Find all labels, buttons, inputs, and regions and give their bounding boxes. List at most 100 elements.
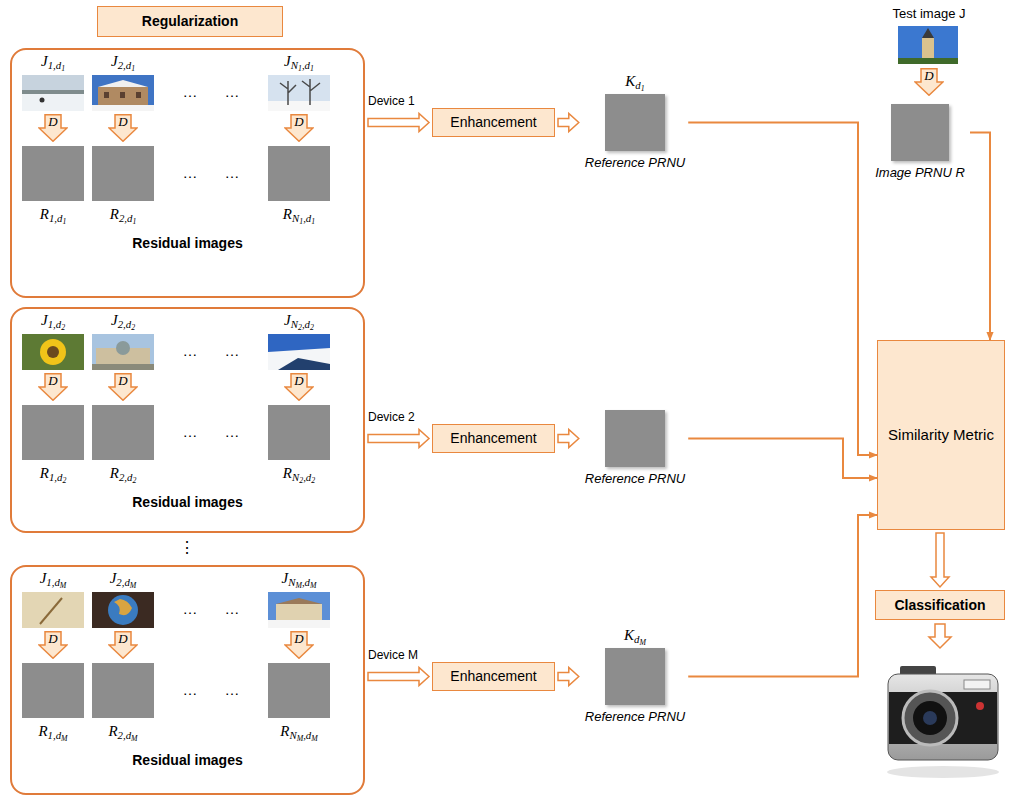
denoise-arrow: D xyxy=(108,114,138,142)
process-box: Enhancement xyxy=(432,108,555,137)
photo-thumbnail xyxy=(268,620,330,628)
image-label: JNM,dM xyxy=(254,569,344,587)
residual-square xyxy=(92,146,154,201)
prnu-square: KdMReference PRNU xyxy=(582,626,688,725)
photo-thumbnail xyxy=(268,592,330,628)
photo-thumbnail xyxy=(278,358,330,370)
ellipsis-mark: … xyxy=(145,600,235,618)
camera-picture xyxy=(887,666,999,778)
photo-thumbnail xyxy=(268,334,330,370)
photo-thumbnail xyxy=(40,98,45,103)
image-label: R2,dM xyxy=(78,722,168,740)
node-text: D xyxy=(38,373,68,388)
photo-thumbnail xyxy=(276,604,322,620)
test-photo xyxy=(898,26,958,64)
camera-picture xyxy=(964,680,990,689)
node-text: Reference PRNU xyxy=(585,709,685,725)
node-text: Kd1 xyxy=(625,72,644,90)
camera-picture xyxy=(889,692,997,744)
photo-thumbnail xyxy=(22,592,84,628)
image-label: RNM,dM xyxy=(254,722,344,740)
camera-picture xyxy=(913,701,947,735)
image-label: R2,d2 xyxy=(78,464,168,482)
photo-thumbnail xyxy=(22,334,84,370)
photo-thumbnail xyxy=(92,105,154,111)
denoise-arrow: D xyxy=(38,114,68,142)
ellipsis-mark: … xyxy=(145,681,235,699)
residual-square xyxy=(92,405,154,460)
prnu-pattern xyxy=(891,104,949,161)
image-label: J1,d1 xyxy=(8,52,98,70)
photo-thumbnail xyxy=(104,92,109,98)
arrow-shape xyxy=(915,69,943,96)
edge-label: Device 2 xyxy=(368,409,415,425)
edge-label: Device M xyxy=(368,647,418,663)
photo-thumbnail xyxy=(22,334,84,370)
photo-thumbnail xyxy=(22,75,84,111)
photo-thumbnail xyxy=(22,90,84,94)
image-label: R1,d1 xyxy=(8,205,98,223)
photo-thumbnail xyxy=(47,346,59,358)
denoise-arrow: D xyxy=(108,373,138,401)
ellipsis-mark: … xyxy=(145,342,235,360)
photo-thumbnail xyxy=(280,79,320,105)
photo-thumbnail xyxy=(98,87,148,106)
arrow-shape xyxy=(285,632,313,659)
node-text: Residual images xyxy=(132,751,243,769)
residual-square xyxy=(22,146,330,718)
photo-thumbnail xyxy=(92,364,154,370)
arrow-shape xyxy=(39,374,67,401)
photo-thumbnail xyxy=(136,92,141,98)
photo-thumbnail xyxy=(116,341,130,355)
node-text: Residual images xyxy=(132,493,243,511)
test-photo xyxy=(898,26,958,64)
node-text: Enhancement xyxy=(450,430,536,447)
node-text: D xyxy=(284,631,314,646)
residual-square xyxy=(22,405,84,460)
residual-square xyxy=(268,146,330,201)
node-text: Reference PRNU xyxy=(585,155,685,171)
connector-line xyxy=(688,439,877,479)
block-arrow xyxy=(368,668,429,686)
node-text: D xyxy=(108,631,138,646)
process-box: Classification xyxy=(875,590,1005,620)
photo-thumbnail xyxy=(40,339,66,365)
photo-thumbnail xyxy=(108,595,138,625)
photo-thumbnail xyxy=(268,334,330,370)
photo-thumbnail xyxy=(120,92,125,98)
node-text: Image PRNU R xyxy=(875,165,965,181)
prnu-square: Image PRNU R xyxy=(870,100,970,181)
image-label: J2,dM xyxy=(78,569,168,587)
residual-square xyxy=(268,663,330,718)
photo-thumbnail xyxy=(92,75,154,111)
denoise-arrow: D xyxy=(284,373,314,401)
photo-thumbnail xyxy=(40,598,62,624)
node-text: Residual images xyxy=(132,234,243,252)
denoise-arrow: D xyxy=(284,114,314,142)
node-text: Regularization xyxy=(142,13,238,30)
photo-thumbnail xyxy=(276,598,322,604)
photo-thumbnail xyxy=(92,334,154,370)
image-label: J1,d2 xyxy=(8,311,98,329)
block-arrow xyxy=(929,624,951,648)
image-label: J1,dM xyxy=(8,569,98,587)
process-box: Regularization xyxy=(97,6,283,37)
process-box: Similarity Metric xyxy=(877,340,1005,530)
image-label: RN1,d1 xyxy=(254,205,344,223)
photo-thumbnail xyxy=(114,599,132,615)
image-label: R2,d1 xyxy=(78,205,168,223)
photo-thumbnail xyxy=(98,80,148,87)
node-text: D xyxy=(284,114,314,129)
photo-thumbnail xyxy=(268,75,330,111)
image-label: JN1,d1 xyxy=(254,52,344,70)
denoise-arrow: D xyxy=(108,631,138,659)
residual-square xyxy=(268,405,330,460)
image-label: R1,d2 xyxy=(8,464,98,482)
ellipsis-mark: … xyxy=(187,342,277,360)
ellipsis-mark: … xyxy=(187,681,277,699)
camera-picture xyxy=(923,711,937,725)
arrow-shape xyxy=(285,374,313,401)
image-label: JN2,d2 xyxy=(254,311,344,329)
arrow-shape xyxy=(109,115,137,142)
